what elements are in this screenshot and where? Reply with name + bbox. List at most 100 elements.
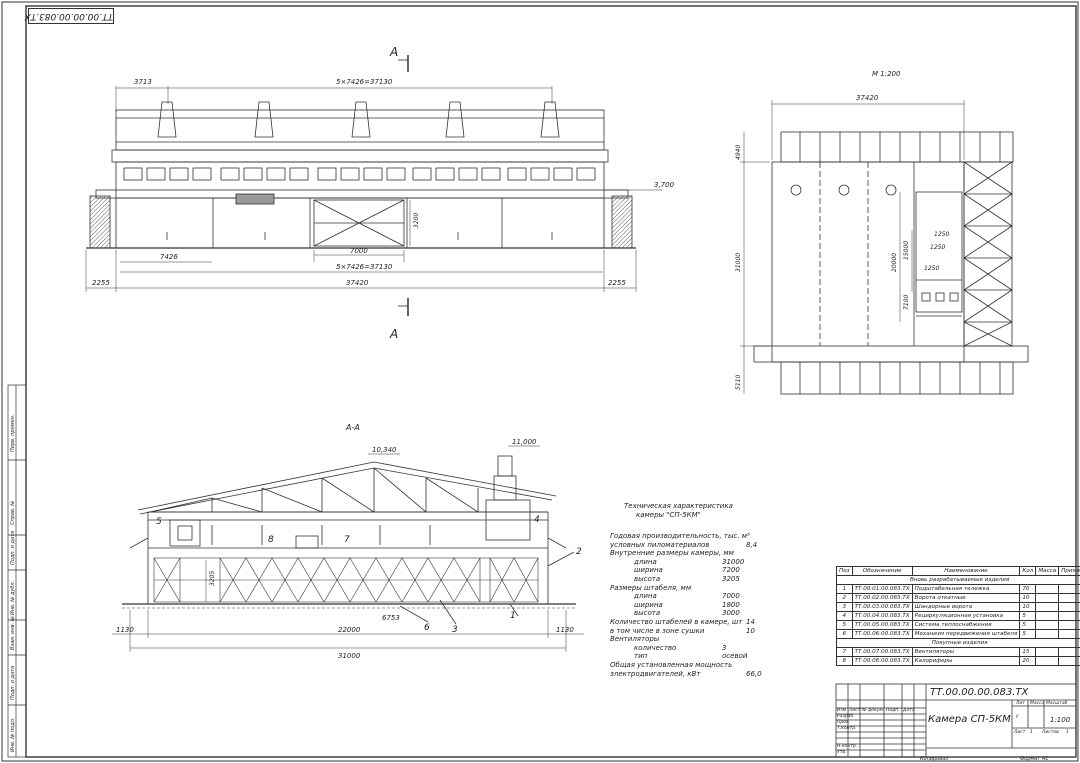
drawing-code-stamp: ТТ.00.00.00.083.ТХ <box>25 8 114 24</box>
title-block-prov: Пров. <box>837 720 851 725</box>
tech-row-label: Годовая производительность, тыс. м³ <box>610 532 750 540</box>
bom-cell-code: ТТ.00.06.00.083.ТХ <box>851 629 913 639</box>
tech-row-label: Размеры штабеля, мм <box>610 583 692 592</box>
title-block-nkontr: Н.контр. <box>837 744 858 749</box>
bom-cell-qty: 10 <box>1019 602 1037 612</box>
bom-cell-pos: 5 <box>836 620 853 630</box>
callout-7: 7 <box>344 535 350 545</box>
plan-dim-f: 7100 <box>903 295 910 310</box>
bom-cell-empty <box>1035 620 1060 630</box>
section-dim-right: 1130 <box>556 626 574 634</box>
bom-cell-name: Рециркуляционная установка <box>911 611 1021 621</box>
tech-row-label: высота <box>634 609 661 618</box>
bom-table: Поз Обозначение Наименование Кол Масса П… <box>835 566 1080 666</box>
title-block-date: Дата <box>903 708 915 713</box>
bom-header-name: Наименование <box>911 566 1021 576</box>
bom-cell-name: Шандорные ворота <box>911 602 1021 612</box>
bom-section-row: Вновь разрабатываемые изделия <box>835 575 1080 585</box>
side-strip <box>7 384 27 758</box>
bom-cell-pos: 6 <box>836 629 853 639</box>
section-mark-top: А <box>389 45 398 59</box>
bom-cell-name: Ворота откатные <box>911 593 1021 603</box>
tech-row-label: длина <box>634 557 657 566</box>
side-strip-label-1: Инв. № подл. <box>10 717 16 753</box>
bom-cell-qty: 10 <box>1019 593 1037 603</box>
bom-cell-qty: 15 <box>1019 647 1037 657</box>
bom-cell-qty: 5 <box>1019 629 1037 639</box>
level-fan: 11,000 <box>512 438 537 446</box>
title-block-name: Камера СП-5КМ <box>928 714 1011 725</box>
front-dimensions <box>85 86 662 292</box>
tech-row-label: ширина <box>634 566 663 575</box>
front-view <box>86 55 636 316</box>
bom-cell-pos: 7 <box>836 647 853 657</box>
side-strip-label-6: Справ. № <box>10 500 16 525</box>
title-block-frame <box>835 683 1077 758</box>
title-block-col-lit: Лит <box>1016 701 1025 706</box>
bom-cell-code: ТТ.00.08.00.083.ТХ <box>851 656 913 666</box>
tech-row-value: 10 <box>746 626 755 635</box>
bom-cell-code: ТТ.00.03.00.083.ТХ <box>851 602 913 612</box>
side-strip-label-3: Взам. инв. № <box>10 616 16 650</box>
callout-4: 4 <box>534 515 540 525</box>
bom-header-note: Приме <box>1058 566 1080 576</box>
callout-2: 2 <box>576 547 582 557</box>
tech-row-label: Внутренние размеры камеры, мм <box>610 549 734 558</box>
plan-dim-height: 31000 <box>735 253 742 272</box>
tech-row-value: 7200 <box>722 566 740 575</box>
callout-1: 1 <box>510 611 516 621</box>
tech-row-label: Общая установленная мощность <box>610 661 733 669</box>
dim-bottom-main: 5×7426=37130 <box>336 263 393 271</box>
bom-section-row: Покупные изделия <box>835 638 1080 648</box>
tech-row-value: 31000 <box>722 557 745 566</box>
tech-row-value: 8,4 <box>746 540 758 549</box>
plan-dim-top: 4940 <box>735 145 742 160</box>
bom-cell-empty <box>1058 602 1080 612</box>
dim-gate: 7000 <box>350 247 368 255</box>
tech-row-value: 3 <box>722 643 727 652</box>
side-strip-label-5: Подп. и дата <box>10 530 16 565</box>
plan-dim-b: 15000 <box>903 241 910 260</box>
title-block-sheets: Листов <box>1042 730 1059 735</box>
bom-cell-empty <box>1035 629 1060 639</box>
level-mark: 3,700 <box>654 181 675 189</box>
bom-cell-code: ТТ.00.01.00.083.ТХ <box>851 584 913 594</box>
title-block-sign: Подп. <box>886 708 900 713</box>
plan-scale-note: М 1:200 <box>872 70 901 78</box>
plan-dim-e: 1250 <box>924 265 939 272</box>
plan-dim-d: 1250 <box>930 244 945 251</box>
section-dimensions <box>112 445 584 652</box>
tech-row-value: 1800 <box>722 600 740 609</box>
title-block-list: Лист <box>849 708 861 713</box>
title-block-sheet: Лист <box>1014 730 1026 735</box>
bom-cell-name: Механизм передвижения штабеля <box>911 629 1021 639</box>
bom-cell-pos: 8 <box>836 656 853 666</box>
bom-header-code: Обозначение <box>851 566 913 576</box>
bom-cell-code: ТТ.00.05.00.083.ТХ <box>851 620 913 630</box>
tech-row-label: Вентиляторы <box>610 635 660 644</box>
dim-left-end: 2255 <box>92 279 110 287</box>
bom-cell-empty <box>1035 611 1060 621</box>
dim-gate-height: 3200 <box>413 213 420 228</box>
plan-dimensions <box>740 100 965 394</box>
bom-header-mass: Масса <box>1035 566 1060 576</box>
tech-row-label: тип <box>634 652 648 661</box>
bom-cell-pos: 4 <box>836 611 853 621</box>
title-block-code: ТТ.00.00.00.083.ТХ <box>930 687 1029 698</box>
bom-header-qty: Кол <box>1019 566 1037 576</box>
plan-dim-c: 1250 <box>934 231 949 238</box>
bom-cell-empty <box>1035 656 1060 666</box>
title-block-sheets-no: 1 <box>1066 730 1069 735</box>
bom-section-title: Покупные изделия <box>835 638 1080 648</box>
tech-row-label: длина <box>634 592 657 601</box>
dim-right-end: 2255 <box>608 279 626 287</box>
bom-header-row: Поз Обозначение Наименование Кол Масса П… <box>836 566 1080 576</box>
bom-header-pos: Поз <box>836 566 853 576</box>
bom-cell-empty <box>1035 647 1060 657</box>
tech-title-2: камеры "СП-5КМ" <box>636 511 701 519</box>
